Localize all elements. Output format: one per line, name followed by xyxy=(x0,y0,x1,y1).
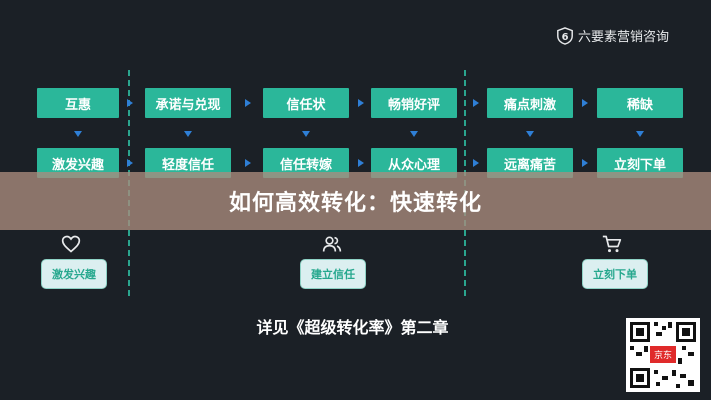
flow-arrow-right xyxy=(473,99,479,107)
flow-box-scarcity: 稀缺 xyxy=(597,88,683,118)
flow-box-reciprocity: 互惠 xyxy=(37,88,119,118)
people-icon xyxy=(322,236,342,252)
flow-arrow-right xyxy=(127,159,133,167)
flow-arrow-right xyxy=(582,159,588,167)
flow-arrow-down xyxy=(302,131,310,137)
stage-pill-interest: 激发兴趣 xyxy=(41,259,107,289)
banner-title: 如何高效转化：快速转化 xyxy=(228,191,482,216)
six-shield-logo-icon: 6 xyxy=(557,26,573,45)
flow-arrow-right xyxy=(473,159,479,167)
footer-reference: 详见《超级转化率》第二章 xyxy=(256,318,449,337)
brand-name: 六要素营销咨询 xyxy=(578,30,670,45)
svg-text:6: 6 xyxy=(562,32,569,43)
title-banner: 如何高效转化：快速转化 xyxy=(0,172,711,230)
flow-box-commitment: 承诺与兑现 xyxy=(145,88,231,118)
flow-arrow-down xyxy=(74,131,82,137)
heart-icon xyxy=(61,235,81,253)
stage-pill-trust: 建立信任 xyxy=(300,259,366,289)
flow-arrow-right xyxy=(245,99,251,107)
flow-arrow-down xyxy=(410,131,418,137)
flow-arrow-right xyxy=(245,159,251,167)
flow-arrow-down xyxy=(526,131,534,137)
brand-header: 6 六要素营销咨询 xyxy=(556,26,669,45)
flow-arrow-right xyxy=(127,99,133,107)
stage-pill-order: 立刻下单 xyxy=(582,259,648,289)
flow-arrow-right xyxy=(358,99,364,107)
qr-badge: 京东 xyxy=(650,346,676,363)
qr-code-icon xyxy=(630,322,696,388)
flow-box-pain-point: 痛点刺激 xyxy=(487,88,573,118)
flow-box-bestseller: 畅销好评 xyxy=(371,88,457,118)
qr-code: 京东 xyxy=(626,318,700,392)
flow-arrow-down xyxy=(636,131,644,137)
flow-arrow-down xyxy=(184,131,192,137)
flow-arrow-right xyxy=(358,159,364,167)
flow-arrow-right xyxy=(582,99,588,107)
flow-box-credential: 信任状 xyxy=(263,88,349,118)
cart-icon xyxy=(602,235,622,253)
